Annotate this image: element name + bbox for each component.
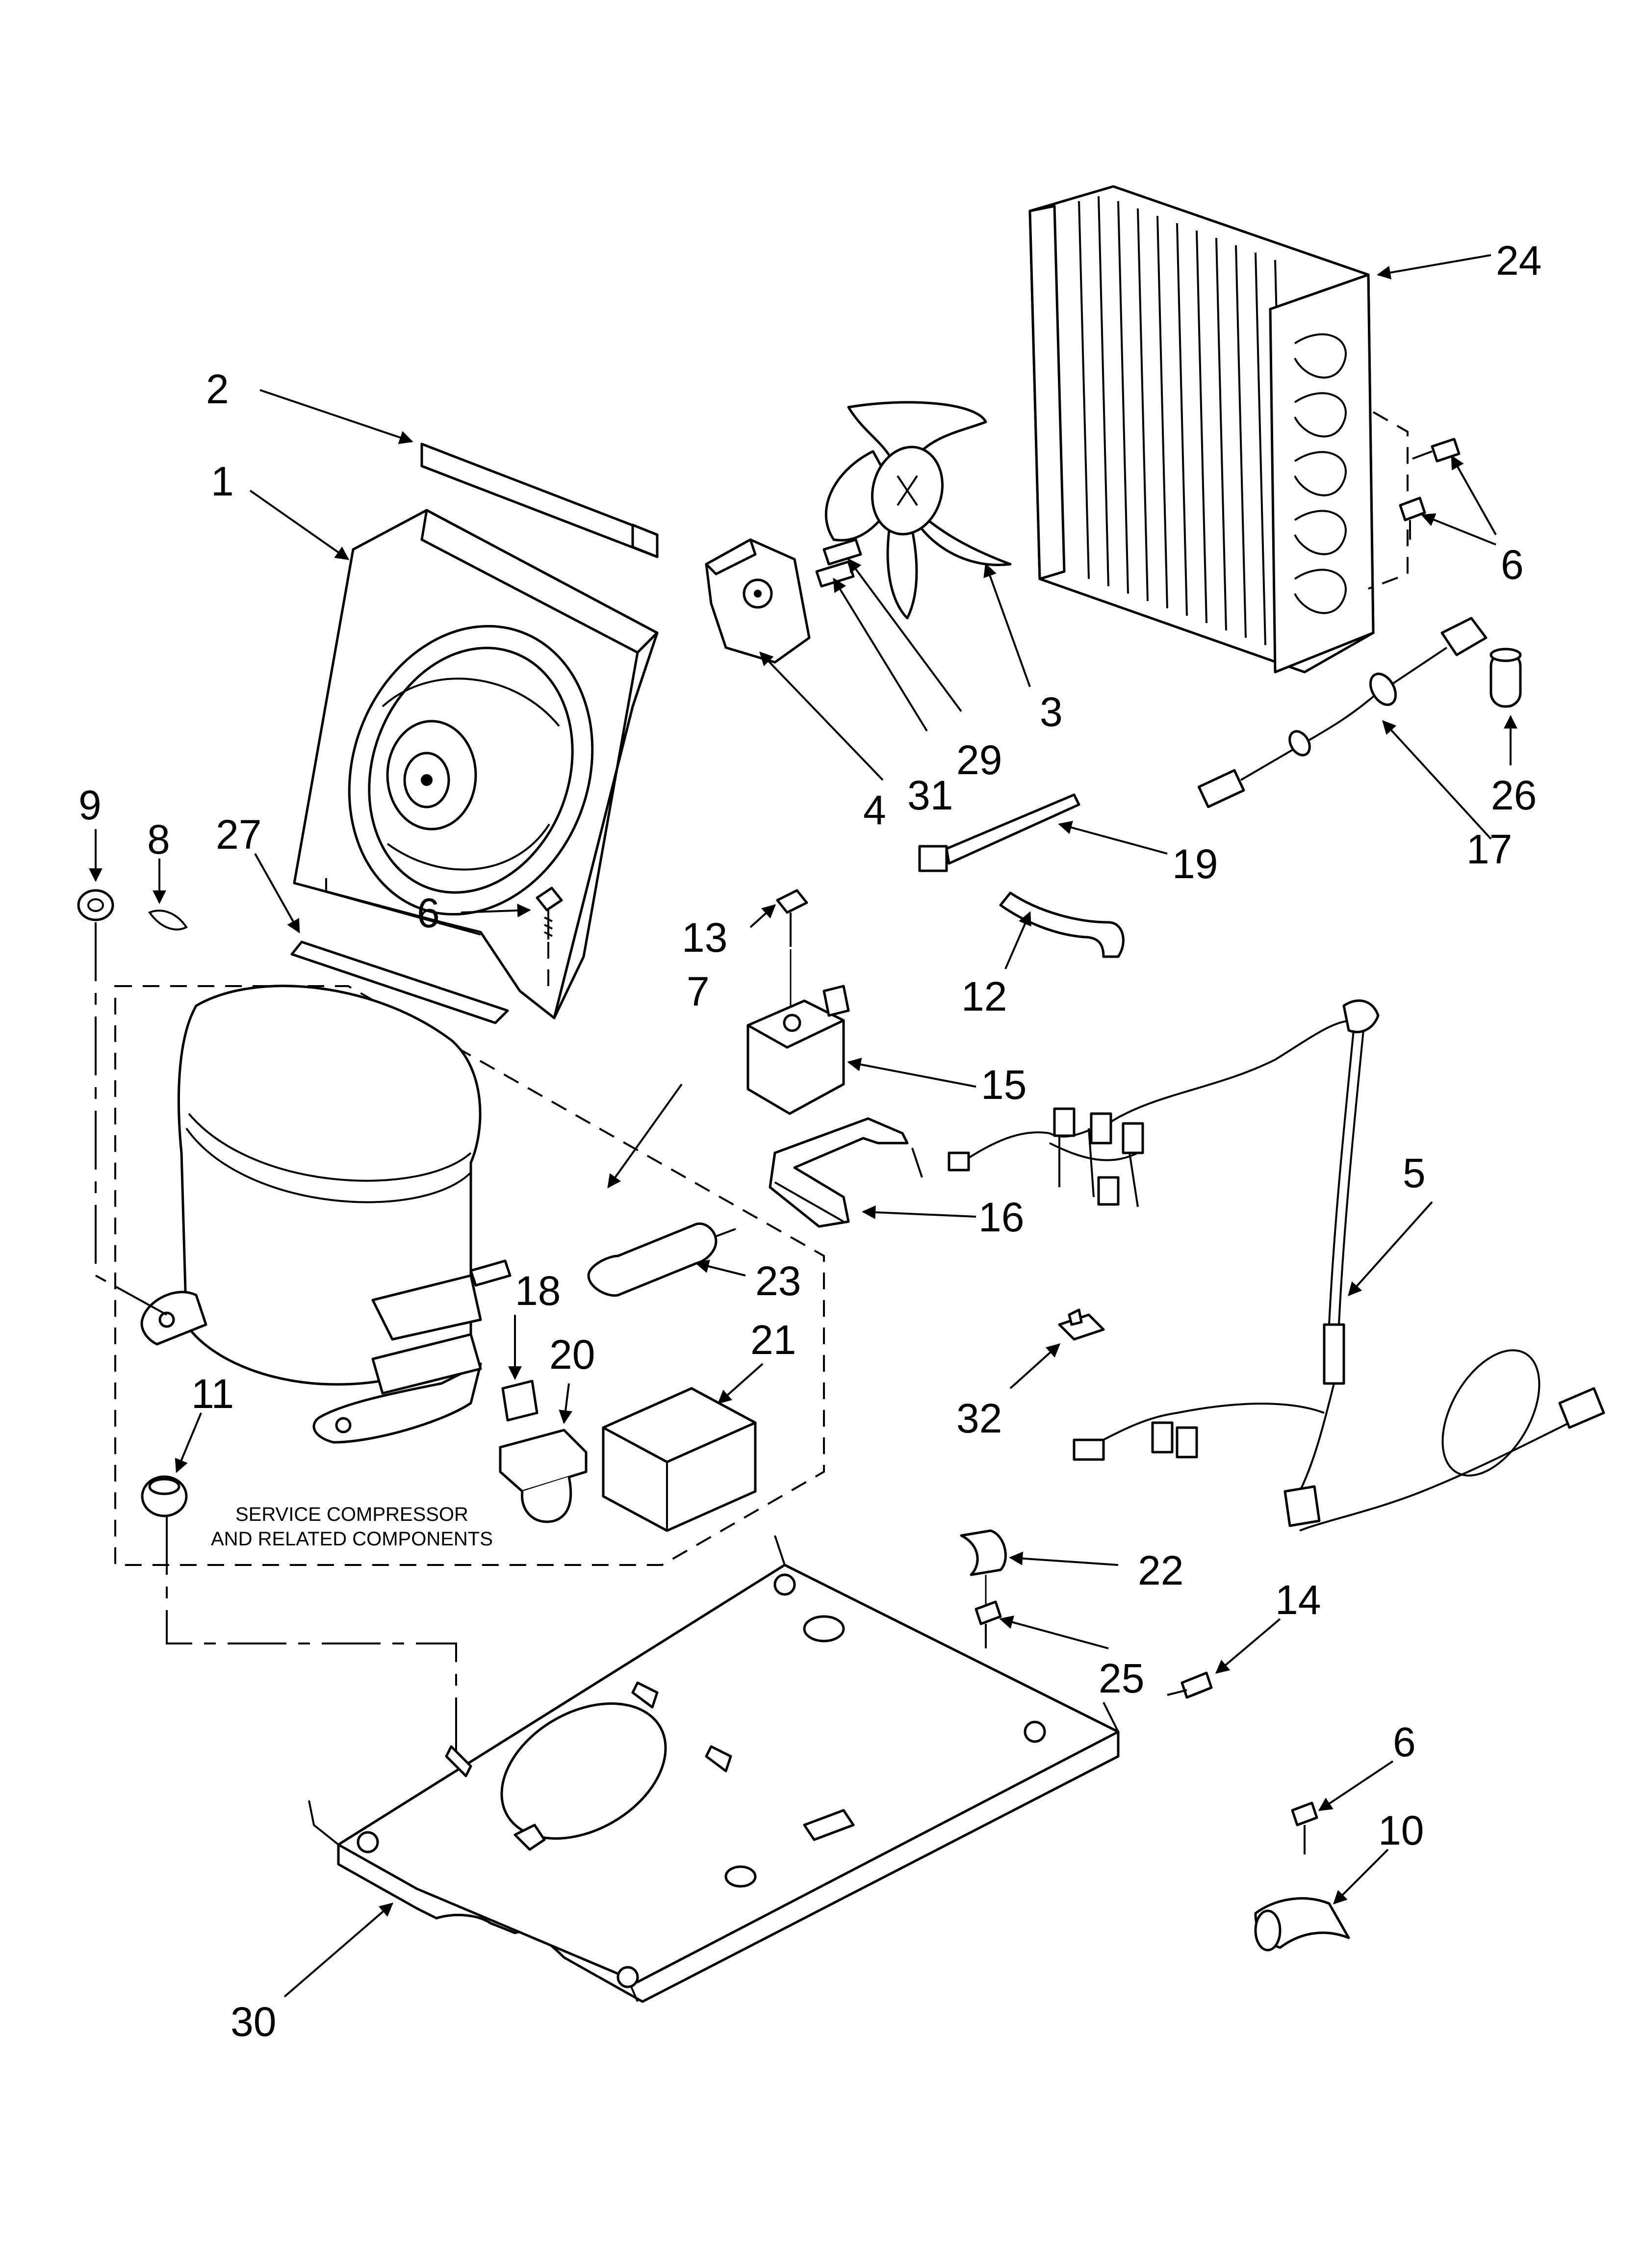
callout-32: 32: [956, 1395, 1002, 1441]
callout-8: 8: [147, 816, 170, 862]
leader-lines: [89, 254, 1517, 1998]
callout-5: 5: [1403, 1150, 1426, 1196]
callout-29: 29: [956, 737, 1002, 783]
part-17-harness: [1197, 617, 1488, 808]
part-23-filter-drier: [587, 1222, 736, 1297]
callout-3: 3: [1040, 689, 1063, 735]
part-26-capacitor: [1489, 648, 1522, 708]
part-24-condenser: [1028, 185, 1409, 674]
part-13-screw: [1167, 1671, 1213, 1699]
part-25-screw: [975, 1575, 1002, 1648]
part-16-bracket: [769, 1117, 923, 1228]
part-4-fan-motor: [705, 538, 811, 664]
callout-22: 22: [1138, 1547, 1183, 1593]
callout-9: 9: [78, 782, 102, 828]
callout-18: 18: [515, 1268, 561, 1314]
callout-6-condenser: 6: [1501, 542, 1524, 588]
callout-24: 24: [1496, 237, 1541, 284]
callout-13: 14: [1275, 1577, 1321, 1623]
part-3-fan-blade: [824, 401, 1012, 620]
part-5-wire-harness: [948, 999, 1605, 1532]
callout-26: 26: [1491, 772, 1537, 818]
callout-4: 4: [863, 787, 886, 833]
part-22-clip: [960, 1529, 1007, 1576]
part-6-screw-upper-left: [536, 886, 563, 986]
callout-6-lower-right: 6: [1393, 1719, 1416, 1765]
callout-15: 15: [981, 1062, 1026, 1108]
callout-7: 7: [687, 968, 710, 1015]
part-29-31-screws: [815, 538, 862, 588]
part-6-screws-condenser: [1399, 438, 1461, 540]
callout-6-upper-left: 6: [417, 890, 440, 936]
callout-30: 30: [231, 1999, 276, 2045]
callout-11: 11: [191, 1371, 234, 1417]
callout-labels: 2 1 3 29 31 4 24 6 26 17 19 12 13 15 16 …: [78, 237, 1541, 2045]
callout-1: 1: [211, 458, 234, 504]
part-2-strip: [420, 443, 659, 558]
part-15-relay: [746, 985, 850, 1115]
part-6-screw-lower-right: [1291, 1801, 1318, 1854]
callout-19: 19: [1172, 841, 1218, 887]
part-27-strip: [290, 940, 509, 1024]
callout-23: 23: [755, 1258, 801, 1304]
note-line-2: AND RELATED COMPONENTS: [211, 1528, 493, 1550]
callout-31: 31: [907, 772, 953, 818]
callout-16: 16: [978, 1194, 1024, 1240]
callout-12: 12: [961, 973, 1007, 1019]
callout-2: 2: [206, 366, 229, 412]
callout-10: 10: [1378, 1807, 1424, 1853]
part-32-clip: [1058, 1308, 1105, 1341]
callout-25: 25: [1099, 1655, 1144, 1701]
part-21-relay-cover: [602, 1387, 757, 1532]
part-18-overload-cover: [501, 1380, 539, 1422]
callout-21: 21: [750, 1317, 796, 1363]
part-7-compressor-group: [114, 985, 825, 1566]
part-30-base-plate: [308, 1535, 1120, 2003]
callout-17: 17: [1466, 826, 1512, 872]
part-19-tie-wrap: [918, 793, 1080, 872]
callout-14: 13: [682, 914, 727, 961]
part-11-grommet: [141, 1475, 188, 1517]
part-14-screw: [776, 889, 808, 1016]
note-line-1: SERVICE COMPRESSOR: [235, 1504, 468, 1525]
part-1-condenser-fan-assembly: [293, 509, 659, 1019]
part-12-tube: [999, 891, 1125, 958]
part-9-washer: [77, 889, 114, 921]
part-10-clamp: [1254, 1897, 1350, 1952]
callout-20: 20: [549, 1331, 595, 1378]
callout-27: 27: [216, 811, 261, 858]
part-20-overload: [499, 1429, 588, 1523]
part-8-clip: [148, 910, 188, 931]
